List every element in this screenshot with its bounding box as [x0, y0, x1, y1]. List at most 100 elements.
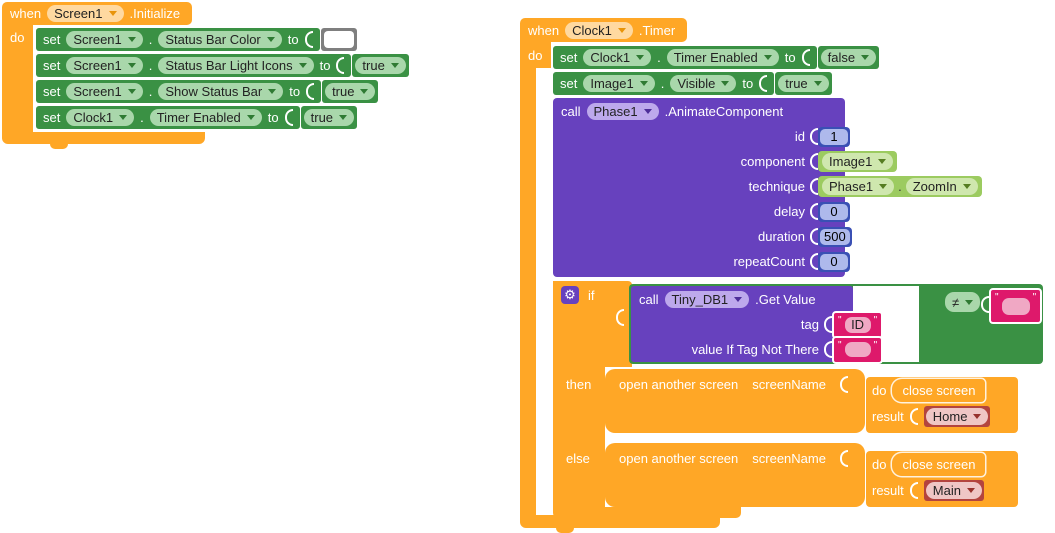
set-timerenabled-false-row[interactable]: set Clock1 . Timer Enabled to false [553, 46, 880, 69]
then-label: then [566, 377, 592, 392]
dropdown-arrow-icon [119, 115, 128, 120]
zoomin-dropdown[interactable]: ZoomIn [905, 178, 978, 195]
empty-text-block[interactable]: " " [832, 335, 884, 364]
block-bottom-bar [2, 132, 205, 144]
number-block[interactable]: 500 [818, 226, 852, 247]
boolean-block[interactable]: true [775, 72, 832, 95]
dropdown-arrow-icon [643, 109, 652, 114]
to-label: to [267, 110, 279, 125]
property-dropdown[interactable]: Timer Enabled [666, 49, 779, 66]
clock1-component-dropdown[interactable]: Clock1 [565, 21, 633, 39]
text-value-empty[interactable] [1001, 297, 1030, 315]
set-visible-true-row[interactable]: set Image1 . Visible to true [553, 72, 832, 95]
screen-dropdown-block-home[interactable]: Home [923, 405, 991, 427]
component-dropdown[interactable]: Clock1 [583, 49, 652, 66]
do-result-block-then[interactable]: do close screen result Home [866, 377, 1018, 433]
clock1-timer-block[interactable]: when Clock1 .Timer do set Clock1 . Timer… [520, 18, 1055, 533]
open-screen-block-else[interactable]: open another screen screenName [605, 443, 865, 507]
component-dropdown[interactable]: Clock1 [66, 109, 135, 126]
value-socket [336, 57, 345, 74]
set-label: set [560, 50, 578, 65]
component-dropdown[interactable]: Screen1 [66, 57, 143, 74]
dropdown-arrow-icon [127, 63, 136, 68]
boolean-block[interactable]: true [352, 54, 409, 77]
screen1-component-dropdown[interactable]: Screen1 [47, 5, 124, 22]
mutator-gear-icon[interactable]: ⚙ [561, 286, 579, 304]
quote-mark: " [873, 339, 878, 351]
to-label: to [287, 32, 299, 47]
set-statusbarlighticons-row[interactable]: set Screen1 . Status Bar Light Icons to … [36, 54, 409, 77]
home-dropdown[interactable]: Home [925, 407, 989, 425]
open-label: open another screen [619, 377, 739, 392]
technique-helper-block[interactable]: Phase1 . ZoomIn [818, 176, 982, 197]
call-label: call [561, 104, 581, 119]
color-block-white[interactable] [320, 28, 357, 51]
dropdown-arrow-icon [861, 55, 870, 60]
not-equal-compare-block[interactable]: call Tiny_DB1 .Get Value tag " ID [629, 284, 1043, 364]
dot-label: . [898, 179, 902, 194]
param-label: duration [758, 229, 805, 244]
number-block[interactable]: 0 [818, 201, 850, 222]
boolean-dropdown[interactable]: true [325, 83, 376, 100]
number-block[interactable]: 1 [818, 126, 850, 147]
component-helper-block[interactable]: Image1 [818, 151, 898, 172]
text-block-id[interactable]: " ID " [832, 310, 884, 339]
boolean-block[interactable]: false [817, 46, 880, 69]
screen-dropdown-block-main[interactable]: Main [923, 479, 984, 501]
boolean-block[interactable]: true [300, 106, 358, 129]
close-screen-block[interactable]: close screen [892, 452, 986, 476]
property-dropdown[interactable]: Status Bar Light Icons [158, 57, 314, 74]
param-socket [810, 178, 818, 195]
when-clock1-header[interactable]: when Clock1 .Timer [520, 18, 688, 42]
boolean-dropdown[interactable]: false [820, 49, 877, 66]
event-name-label: .Initialize [129, 6, 181, 21]
empty-text-block-rhs[interactable]: " " [989, 288, 1043, 324]
set-timerenabled-row[interactable]: set Clock1 . Timer Enabled to true [36, 106, 358, 129]
boolean-dropdown[interactable]: true [303, 109, 355, 126]
dot-label: . [140, 110, 144, 125]
close-screen-block[interactable]: close screen [892, 378, 986, 402]
boolean-dropdown[interactable]: true [355, 57, 406, 74]
tinydb1-component-dropdown[interactable]: Tiny_DB1 [664, 290, 750, 308]
param-socket [810, 253, 818, 270]
set-showstatusbar-row[interactable]: set Screen1 . Show Status Bar to true [36, 80, 379, 103]
component-dropdown[interactable]: Screen1 [66, 31, 143, 48]
main-dropdown[interactable]: Main [925, 481, 982, 499]
do-result-block-else[interactable]: do close screen result Main [866, 451, 1018, 507]
boolean-block[interactable]: true [322, 80, 379, 103]
component-dropdown[interactable]: Image1 [583, 75, 655, 92]
number-block[interactable]: 0 [818, 251, 850, 272]
animatecomponent-call-block[interactable]: call Phase1 .AnimateComponent id 1 compo… [553, 98, 982, 277]
property-dropdown[interactable]: Show Status Bar [158, 83, 284, 100]
screen1-initialize-block[interactable]: when Screen1 .Initialize do set Screen1 … [2, 2, 472, 152]
component-dropdown[interactable]: Screen1 [66, 83, 143, 100]
image1-dropdown[interactable]: Image1 [822, 153, 894, 170]
param-technique-row: technique Phase1 . ZoomIn [553, 174, 982, 199]
property-dropdown[interactable]: Status Bar Color [158, 31, 282, 48]
property-dropdown[interactable]: Visible [670, 75, 737, 92]
param-label: repeatCount [733, 254, 805, 269]
to-label: to [784, 50, 796, 65]
connector-notch [50, 144, 68, 149]
value-socket [304, 31, 313, 48]
set-statusbarcolor-row[interactable]: set Screen1 . Status Bar Color to [36, 28, 357, 51]
param-socket [810, 228, 818, 245]
dropdown-arrow-icon [360, 89, 369, 94]
param-socket [824, 316, 832, 333]
open-screen-block-then[interactable]: open another screen screenName [605, 369, 865, 433]
property-dropdown[interactable]: Timer Enabled [149, 109, 262, 126]
param-tag-row: tag " ID " [631, 310, 884, 339]
boolean-dropdown[interactable]: true [778, 75, 829, 92]
phase1-component-dropdown[interactable]: Phase1 [586, 103, 659, 120]
text-value-empty[interactable] [844, 342, 871, 357]
set-label: set [43, 84, 61, 99]
operator-dropdown[interactable]: ≠ [945, 292, 981, 312]
result-socket [909, 407, 918, 425]
set-label: set [560, 76, 578, 91]
getvalue-call-block[interactable]: call Tiny_DB1 .Get Value tag " ID [631, 286, 884, 364]
text-value[interactable]: ID [844, 316, 871, 333]
phase1-dropdown[interactable]: Phase1 [822, 178, 895, 195]
when-screen1-header[interactable]: when Screen1 .Initialize [2, 2, 193, 25]
if-then-else-block[interactable]: ⚙ if call Tiny_DB1 .Get Value [553, 281, 1053, 523]
dropdown-arrow-icon [636, 55, 645, 60]
